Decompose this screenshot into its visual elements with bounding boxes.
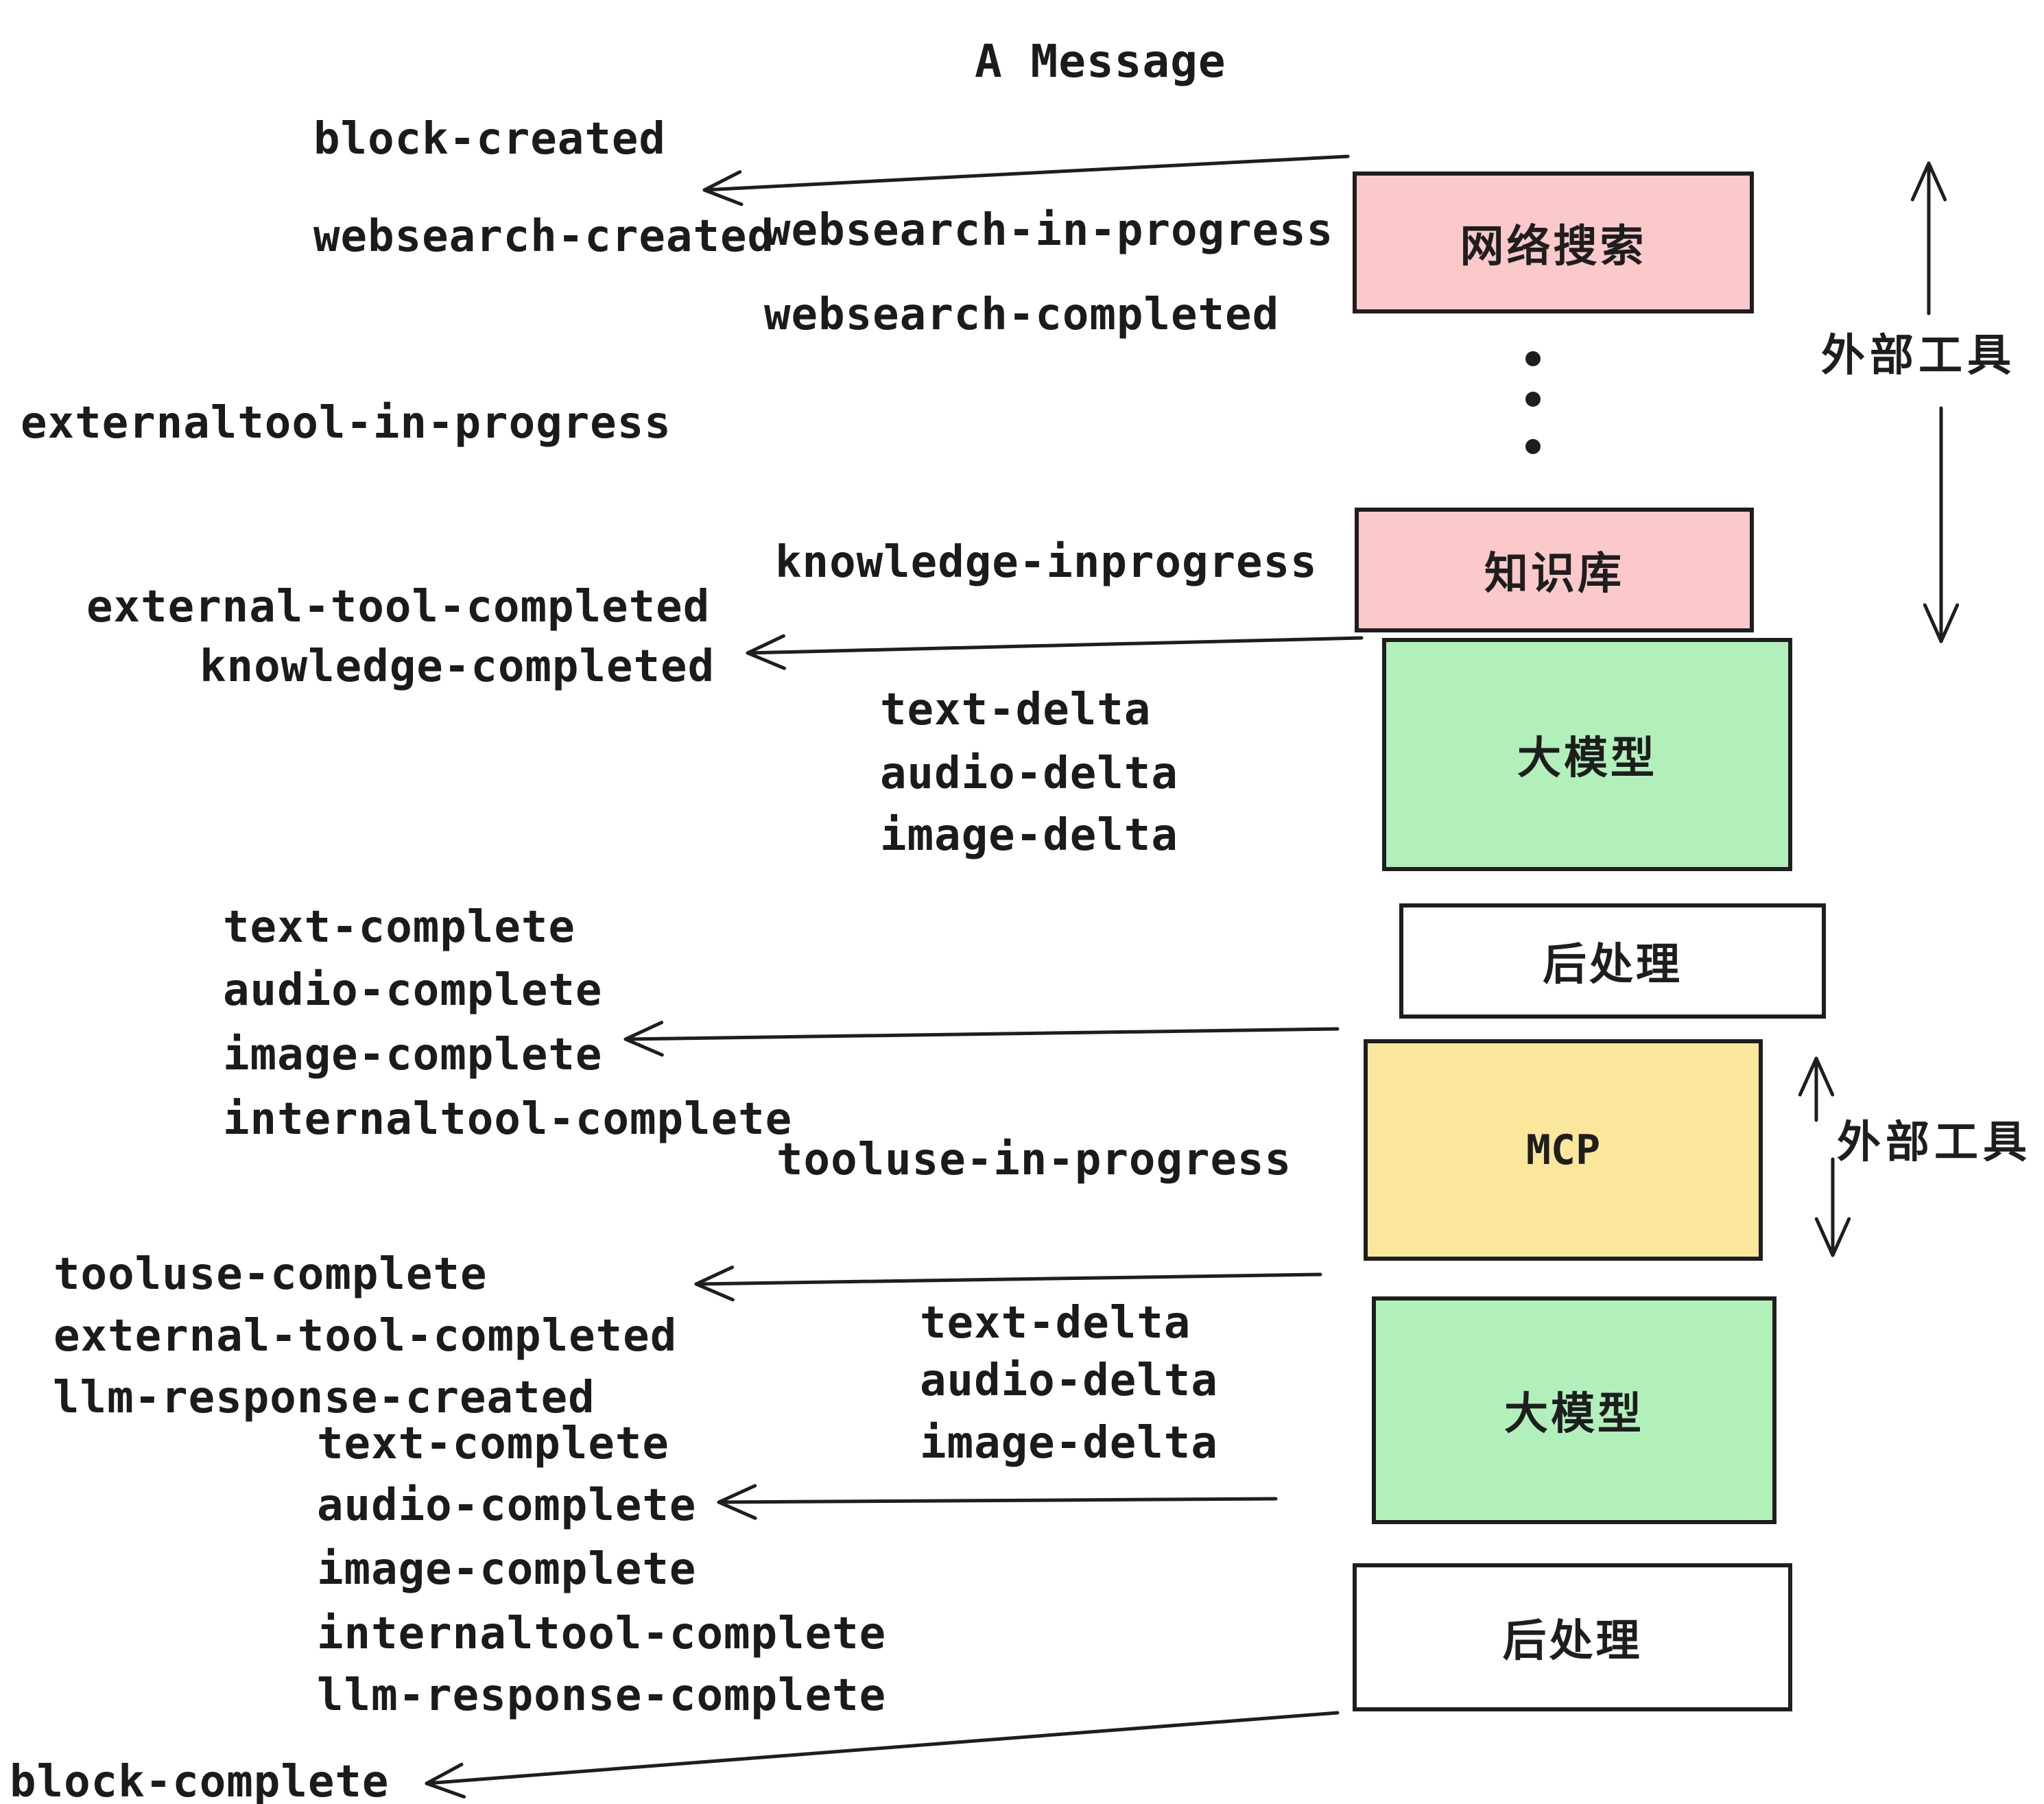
- event-label-internaltool-complete-14: internaltool-complete: [223, 1094, 793, 1145]
- ellipsis-dot-3: [1525, 439, 1541, 454]
- box-postprocess-1: 后处理: [1399, 903, 1826, 1019]
- event-label-audio-delta-9: audio-delta: [880, 748, 1178, 799]
- box-label-mcp: MCP: [1525, 1126, 1601, 1174]
- ellipsis-dot-1: [1525, 351, 1541, 366]
- ellipsis-dot-2: [1525, 392, 1541, 407]
- event-label-text-delta-8: text-delta: [880, 685, 1152, 735]
- arrow-llm2-to-audio-complete-icon: [717, 1484, 1278, 1520]
- box-knowledge: 知识库: [1355, 508, 1754, 632]
- event-label-external-tool-completed-6: external-tool-completed: [86, 582, 711, 632]
- arrow-external-tools-1-up-icon: [1910, 161, 1947, 316]
- event-label-text-complete-22: text-complete: [317, 1419, 669, 1469]
- arrow-external-tools-1-down-icon: [1923, 406, 1960, 643]
- arrow-llm1-to-knowledge-completed-icon: [746, 634, 1364, 670]
- event-label-audio-complete-23: audio-complete: [317, 1480, 697, 1531]
- event-label-text-delta-19: text-delta: [920, 1298, 1191, 1349]
- box-label-llm-2: 大模型: [1504, 1389, 1644, 1440]
- box-websearch: 网络搜索: [1353, 171, 1754, 313]
- event-label-llm-response-complete-26: llm-response-complete: [317, 1670, 887, 1721]
- side-label-external-tools-1: 外部工具: [1821, 331, 2016, 381]
- event-label-text-complete-11: text-complete: [223, 902, 575, 953]
- event-label-llm-response-created-18: llm-response-created: [53, 1373, 595, 1423]
- event-label-externaltool-in-progress-4: externaltool-in-progress: [21, 398, 672, 449]
- arrow-mcp-to-image-complete-icon: [623, 1021, 1340, 1057]
- event-label-websearch-created-1: websearch-created: [313, 211, 775, 262]
- box-llm-1: 大模型: [1382, 638, 1792, 871]
- box-postprocess-2: 后处理: [1353, 1563, 1792, 1711]
- arrow-external-tools-2-up-icon: [1798, 1056, 1835, 1122]
- box-label-websearch: 网络搜索: [1460, 221, 1647, 272]
- arrow-postprocess2-to-block-complete-icon: [425, 1711, 1340, 1799]
- box-mcp: MCP: [1364, 1039, 1763, 1261]
- box-label-postprocess-2: 后处理: [1502, 1616, 1643, 1667]
- event-label-knowledge-completed-7: knowledge-completed: [200, 641, 715, 692]
- box-label-knowledge: 知识库: [1484, 549, 1624, 600]
- box-label-llm-1: 大模型: [1517, 733, 1657, 784]
- event-label-audio-complete-12: audio-complete: [223, 965, 603, 1016]
- event-label-tooluse-in-progress-15: tooluse-in-progress: [776, 1135, 1292, 1185]
- event-label-websearch-completed-3: websearch-completed: [764, 289, 1280, 340]
- event-label-external-tool-completed-17: external-tool-completed: [54, 1311, 678, 1362]
- event-label-block-created-0: block-created: [313, 114, 666, 165]
- event-label-image-delta-10: image-delta: [880, 810, 1178, 861]
- event-label-audio-delta-20: audio-delta: [920, 1355, 1218, 1406]
- event-label-websearch-in-progress-2: websearch-in-progress: [764, 205, 1334, 256]
- event-label-block-complete-27: block-complete: [10, 1757, 390, 1804]
- event-label-image-complete-24: image-complete: [317, 1544, 697, 1595]
- arrow-websearch-to-block-created-icon: [702, 154, 1350, 206]
- event-label-image-complete-13: image-complete: [223, 1030, 603, 1080]
- arrow-mcp-to-tooluse-complete-icon: [694, 1266, 1322, 1302]
- side-label-external-tools-2: 外部工具: [1837, 1117, 2032, 1168]
- box-llm-2: 大模型: [1372, 1296, 1776, 1524]
- event-label-tooluse-complete-16: tooluse-complete: [54, 1249, 488, 1300]
- event-label-knowledge-inprogress-5: knowledge-inprogress: [775, 537, 1318, 588]
- box-label-postprocess-1: 后处理: [1543, 940, 1683, 990]
- diagram-title: A Message: [975, 35, 1226, 88]
- event-label-image-delta-21: image-delta: [920, 1418, 1218, 1469]
- event-label-internaltool-complete-25: internaltool-complete: [317, 1609, 887, 1659]
- arrow-external-tools-2-down-icon: [1814, 1157, 1851, 1257]
